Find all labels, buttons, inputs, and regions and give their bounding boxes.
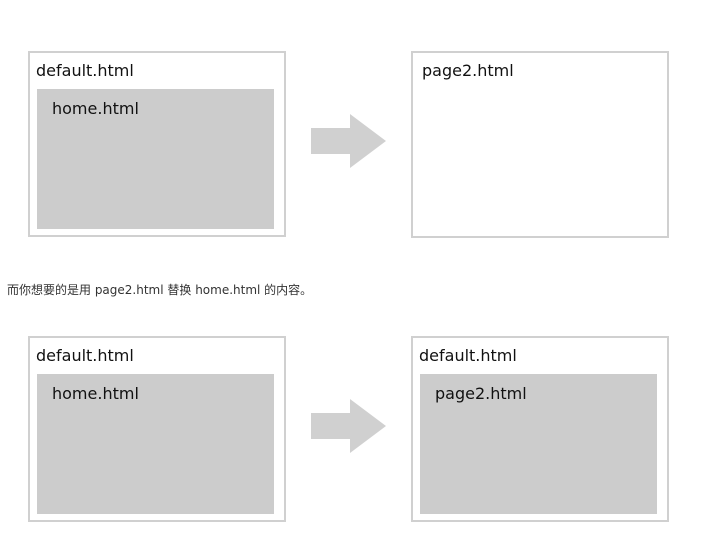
top-right-arrow-icon <box>311 114 386 168</box>
caption-text: 而你想要的是用 page2.html 替换 home.html 的内容。 <box>7 283 313 297</box>
bottom-right-frame: default.html page2.html <box>411 336 669 522</box>
bottom-left-frame-title: default.html <box>36 346 134 365</box>
top-right-frame-title: page2.html <box>422 61 514 80</box>
top-left-frame-title: default.html <box>36 61 134 80</box>
top-right-frame: page2.html <box>411 51 669 238</box>
bottom-right-frame-title: default.html <box>419 346 517 365</box>
bottom-right-arrow-icon <box>311 399 386 453</box>
top-left-inner-title: home.html <box>52 99 139 118</box>
top-left-frame: default.html home.html <box>28 51 286 237</box>
bottom-left-inner-box: home.html <box>37 374 274 514</box>
top-left-inner-box: home.html <box>37 89 274 229</box>
bottom-left-inner-title: home.html <box>52 384 139 403</box>
bottom-right-inner-title: page2.html <box>435 384 527 403</box>
bottom-right-inner-box: page2.html <box>420 374 657 514</box>
bottom-left-frame: default.html home.html <box>28 336 286 522</box>
